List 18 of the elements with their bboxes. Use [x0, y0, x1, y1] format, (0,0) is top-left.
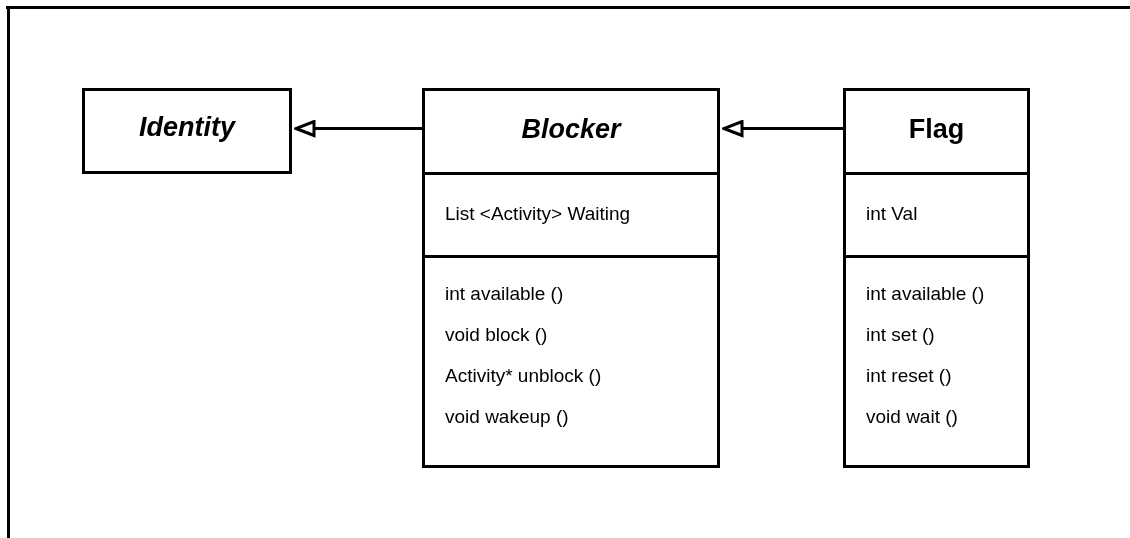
- method-text: void wait (): [866, 406, 958, 428]
- class-name: Flag: [907, 114, 966, 145]
- inheritance-arrow: [722, 120, 843, 137]
- attribute-text: List <Activity> Waiting: [445, 202, 631, 225]
- method-text: void wakeup (): [445, 406, 569, 428]
- method-text: Activity* unblock (): [445, 365, 602, 387]
- method-text: int reset (): [866, 365, 952, 387]
- class-box: [843, 88, 1030, 468]
- method-text: int available (): [866, 283, 985, 305]
- attribute-text: int Val: [866, 202, 918, 225]
- class-name: Identity: [138, 112, 237, 143]
- method-text: int set (): [866, 324, 935, 346]
- method-text: void block (): [445, 324, 548, 346]
- class-name: Blocker: [520, 114, 623, 145]
- inheritance-arrow: [294, 120, 422, 137]
- class-box: [422, 88, 720, 468]
- class-box: [82, 88, 292, 174]
- method-text: int available (): [445, 283, 564, 305]
